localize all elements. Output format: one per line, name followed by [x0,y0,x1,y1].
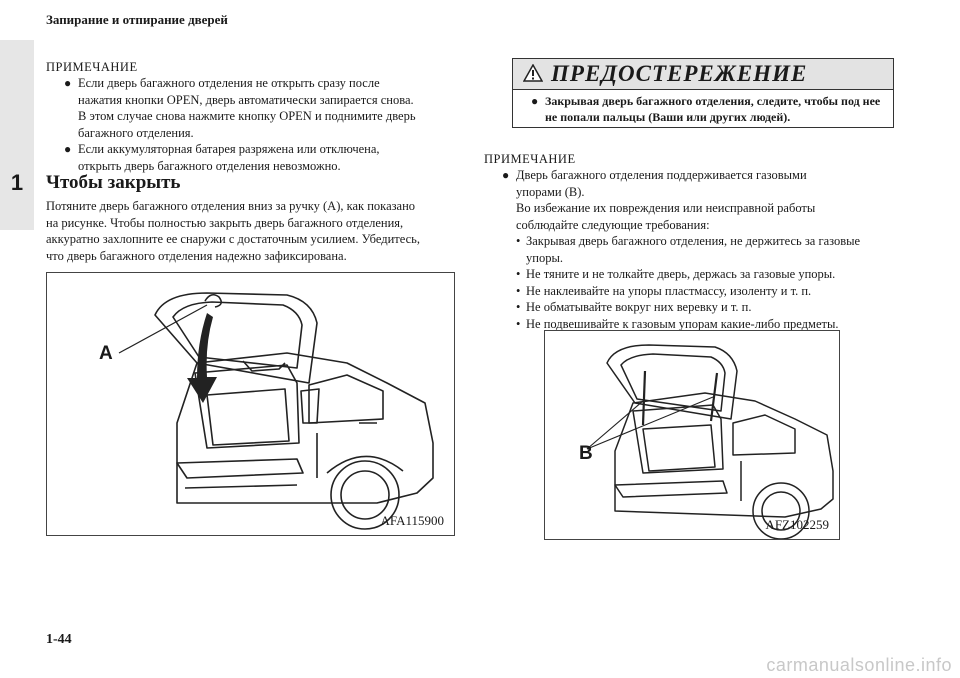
callout-label-a: A [99,343,113,364]
note-line: багажного отделения. [78,125,194,140]
figure-code: AFA115900 [380,513,444,528]
note-line: Во избежание их повреждения или неисправ… [516,201,816,215]
sub-item: • Закрывая дверь багажного отделения, не… [484,233,924,266]
chapter-number: 1 [10,170,24,195]
warning-triangle-icon [522,63,544,87]
bullet-icon: ● [531,94,539,108]
arrow-down-icon [187,313,217,403]
note-line: соблюдайте следующие требования: [516,217,710,232]
chapter-tab [0,40,34,230]
sub-item: • Не подвешивайте к газовым упорам какие… [484,316,924,333]
warning-header: ПРЕДОСТЕРЕЖЕНИЕ [513,59,893,90]
body-line: Потяните дверь багажного отделения вниз … [46,199,416,213]
body-line: аккуратно захлопните ее снаружи с достат… [46,232,420,246]
sub-bullet-icon: • [516,316,521,331]
sub-line: Не подвешивайте к газовым упорам какие-л… [526,316,839,331]
body-line: на рисунке. Чтобы полностью закрыть двер… [46,215,404,230]
header-title: Запирание и отпирание дверей [46,12,228,27]
sub-line: Не тяните и не толкайте дверь, держась з… [526,267,836,281]
note-line: В этом случае снова нажмите кнопку OPEN … [78,109,416,123]
page-number: 1-44 [46,632,72,647]
note-label: ПРИМЕЧАНИЕ [46,60,138,74]
section-title: Чтобы закрыть [46,172,181,193]
watermark: carmanualsonline.info [766,655,952,675]
warning-line: Закрывая дверь багажного отделения, след… [545,94,881,108]
sub-line: Закрывая дверь багажного отделения, не д… [526,234,861,248]
warning-text: ● Закрывая дверь багажного отделения, сл… [513,93,885,125]
bullet-icon: ● [502,168,510,182]
sub-line: Не обматывайте вокруг них веревку и т. п… [526,300,752,314]
figure-gas-struts: B AFZ102259 [544,330,840,540]
right-note: ПРИМЕЧАНИЕ ● Дверь багажного отделения п… [484,152,924,332]
note-line: Дверь багажного отделения поддерживается… [516,168,807,182]
note-line: нажатия кнопки OPEN, дверь автоматически… [78,92,414,107]
note-line: упорами (B). [516,184,585,199]
callout-label-b: B [579,443,593,464]
body-line: что дверь багажного отделения надежно за… [46,248,347,263]
note-bullet: ● Дверь багажного отделения поддерживает… [484,167,924,233]
sub-bullet-icon: • [516,300,521,314]
warning-bullet: ● Закрывая дверь багажного отделения, сл… [513,93,885,125]
sub-line: Не наклеивайте на упоры пластмассу, изол… [526,283,812,298]
bullet-icon: ● [64,76,72,90]
bullet-icon: ● [64,142,72,156]
figure-code: AFZ102259 [765,517,829,532]
sub-bullet-icon: • [516,283,521,298]
sub-item: • Не наклеивайте на упоры пластмассу, из… [484,283,924,300]
car-rear-struts-illustration [586,344,834,540]
sub-item: • Не обматывайте вокруг них веревку и т.… [484,299,924,316]
note-line: Если аккумуляторная батарея разряжена ил… [78,142,380,156]
car-rear-illustration [118,292,434,530]
note-bullet: ● Если дверь багажного отделения не откр… [46,75,456,141]
sub-bullet-icon: • [516,234,521,248]
warning-box: ПРЕДОСТЕРЕЖЕНИЕ ● Закрывая дверь багажно… [512,58,894,128]
left-note: ПРИМЕЧАНИЕ ● Если дверь багажного отделе… [46,60,456,174]
section-body: Потяните дверь багажного отделения вниз … [46,198,458,264]
sub-bullet-icon: • [516,267,521,281]
warning-title: ПРЕДОСТЕРЕЖЕНИЕ [551,61,808,86]
note-line: Если дверь багажного отделения не открыт… [78,76,380,90]
figure-tailgate-close: A AFA115900 [46,272,455,536]
sub-item: • Не тяните и не толкайте дверь, держась… [484,266,924,283]
warning-line: не попали пальцы (Ваши или других людей)… [545,110,791,124]
sub-line: упоры. [526,250,563,265]
note-label: ПРИМЕЧАНИЕ [484,152,576,166]
note-bullet: ● Если аккумуляторная батарея разряжена … [46,141,456,174]
note-line: открыть дверь багажного отделения невозм… [78,158,341,173]
